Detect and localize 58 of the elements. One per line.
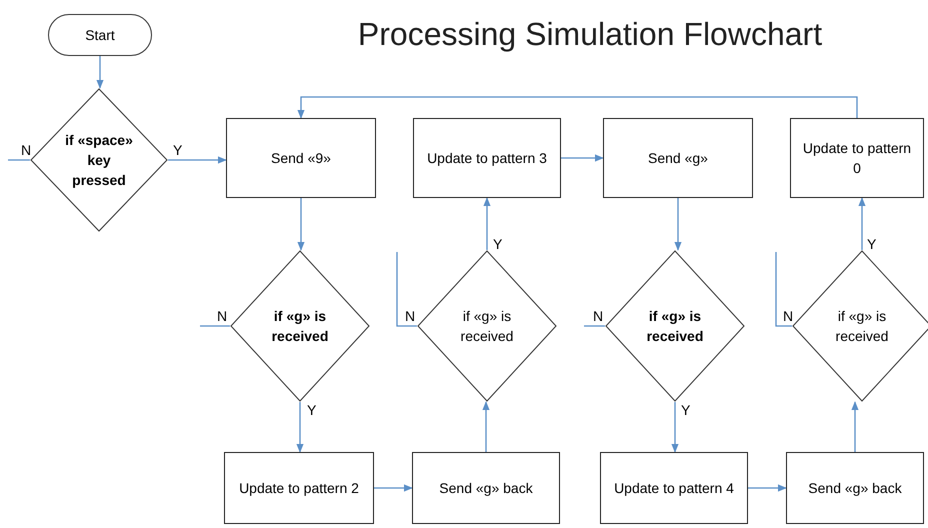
connector-line [775, 252, 792, 327]
diagram-title: Processing Simulation Flowchart [356, 15, 824, 54]
node-text: if «g» is received [460, 307, 514, 346]
node-text: Send «g» [648, 149, 708, 168]
edge-label: Y [172, 142, 184, 158]
arrow [168, 156, 227, 164]
node-text: Update to pattern 4 [614, 479, 734, 498]
terminal-shape [48, 14, 152, 56]
process-box [226, 118, 376, 198]
edge-label: Y [680, 402, 692, 418]
node-text: Update to pattern 3 [427, 149, 547, 168]
decision-diamond [417, 250, 557, 402]
node-text: if «g» is received [834, 307, 890, 346]
node-text: Start [85, 26, 115, 45]
process-box [786, 452, 924, 524]
edge-label: N [782, 308, 794, 324]
node-text: Send «g» back [808, 479, 902, 498]
edge-label: N [404, 308, 416, 324]
edge-label: Y [306, 402, 318, 418]
edge-label: Y [492, 236, 504, 252]
node-text: if «space» key pressed [64, 131, 134, 190]
arrow [482, 401, 490, 452]
node-text: Update to pattern 0 [802, 139, 912, 178]
arrow [374, 484, 413, 492]
process-box [790, 118, 924, 198]
node-text: if «g» is received [270, 307, 330, 346]
node-text: Send «g» back [439, 479, 533, 498]
edge-label: Y [866, 236, 878, 252]
decision-diamond [792, 250, 928, 402]
arrow [483, 197, 491, 250]
decision-diamond [30, 88, 168, 232]
arrow [671, 402, 679, 453]
arrow [297, 96, 858, 119]
edge-label: N [216, 308, 228, 324]
decision-diamond [605, 250, 745, 402]
node-text: if «g» is received [646, 307, 704, 346]
arrow [296, 402, 304, 453]
arrow [748, 484, 787, 492]
edge-label: N [592, 308, 604, 324]
edge-label: N [20, 142, 32, 158]
arrow [96, 56, 104, 89]
arrow [858, 197, 866, 250]
arrow [851, 401, 859, 452]
connector-line [584, 325, 605, 327]
process-box [412, 452, 560, 524]
connector-line [8, 159, 30, 161]
node-text: Update to pattern 2 [239, 479, 359, 498]
arrow [561, 154, 604, 162]
connector-line [396, 252, 417, 327]
process-box [413, 118, 561, 198]
arrow [674, 198, 682, 251]
node-text: Send «9» [271, 149, 331, 168]
arrow [297, 198, 305, 251]
process-box [603, 118, 753, 198]
decision-diamond [230, 250, 370, 402]
process-box [600, 452, 748, 524]
connector-line [200, 325, 230, 327]
process-box [224, 452, 374, 524]
